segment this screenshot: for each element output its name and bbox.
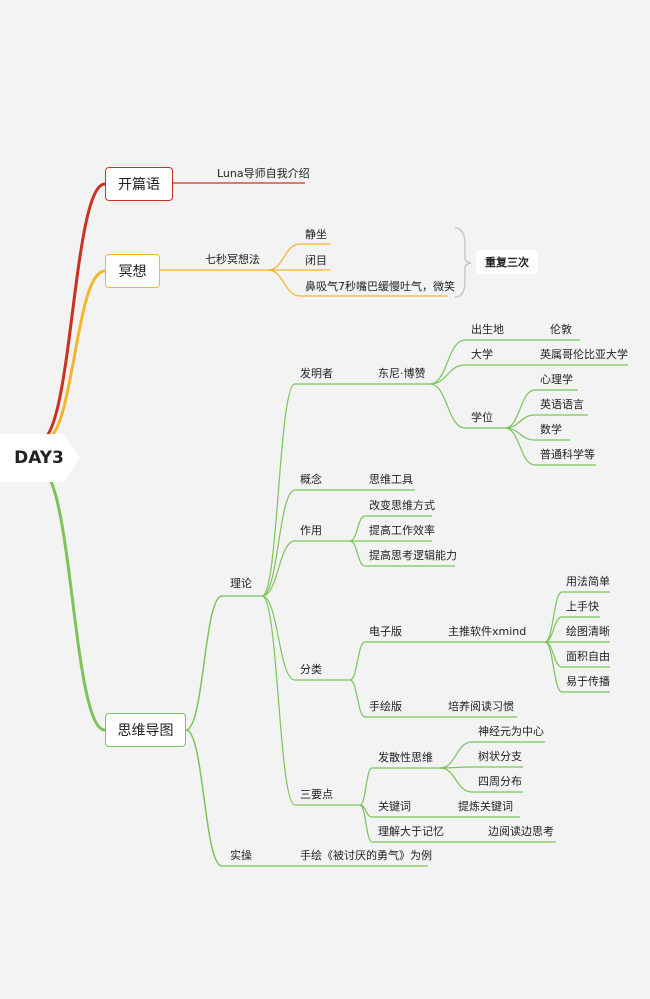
connector-inventor [261,383,296,597]
connector-feature-0 [544,591,563,643]
practice-node[interactable]: 实操 [230,849,252,862]
connector-feature-3 [544,641,563,668]
connector-degree [429,383,466,429]
university-value[interactable]: 英属哥伦比亚大学 [540,348,628,361]
software-node[interactable]: 主推软件xmind [448,625,527,638]
degree-science[interactable]: 普通科学等 [540,448,595,461]
connector-degree-0 [504,389,536,429]
concept-value[interactable]: 思维工具 [369,473,413,486]
feature-1[interactable]: 用法简单 [566,575,610,588]
degree-english[interactable]: 英语语言 [540,398,584,411]
electronic-node[interactable]: 电子版 [369,625,402,638]
meditation-step-1[interactable]: 静坐 [305,228,327,241]
concept-node[interactable]: 概念 [300,473,322,486]
function-node[interactable]: 作用 [300,524,322,537]
connector-step-3 [267,269,301,297]
divergent-3[interactable]: 四周分布 [478,775,522,788]
birthplace-value[interactable]: 伦敦 [550,323,572,336]
connector-handdrawn [349,679,366,718]
meditation-step-3[interactable]: 鼻吸气7秒嘴巴缓慢吐气，微笑 [305,280,455,293]
feature-3[interactable]: 绘图清晰 [566,625,610,638]
root-node[interactable]: DAY3 [0,434,80,482]
university-label[interactable]: 大学 [471,348,493,361]
branch-opening-node[interactable]: 开篇语 [105,167,173,201]
keypoints-node[interactable]: 三要点 [300,788,333,801]
connector-divergent [359,767,373,806]
brace-repeat [454,227,472,298]
degree-label[interactable]: 学位 [471,411,493,424]
degree-psychology[interactable]: 心理学 [540,373,573,386]
branch-meditation-node[interactable]: 冥想 [105,254,160,288]
birthplace-label[interactable]: 出生地 [471,323,504,336]
handdrawn-node[interactable]: 手绘版 [369,700,402,713]
connector-function-0 [349,515,366,542]
divergent-node[interactable]: 发散性思维 [378,751,433,764]
connector-birthplace [429,339,466,385]
connector-step-1 [267,243,301,271]
divergent-2[interactable]: 树状分支 [478,750,522,763]
category-node[interactable]: 分类 [300,663,322,676]
connector-function-2 [349,540,366,567]
connector-degree-3 [504,427,536,466]
connector-function [261,540,296,597]
understanding-value[interactable]: 边阅读边思考 [488,825,554,838]
practice-value[interactable]: 手绘《被讨厌的勇气》为例 [300,849,432,862]
theory-node[interactable]: 理论 [230,577,252,590]
function-3[interactable]: 提高思考逻辑能力 [369,549,457,562]
inventor-name[interactable]: 东尼·博赞 [378,367,426,380]
feature-4[interactable]: 面积自由 [566,650,610,663]
function-1[interactable]: 改变思维方式 [369,499,435,512]
connector-understanding [359,804,373,843]
feature-2[interactable]: 上手快 [566,600,599,613]
meditation-step-2[interactable]: 闭目 [305,254,327,267]
meditation-method[interactable]: 七秒冥想法 [205,253,260,266]
connector-root-opening [39,182,106,442]
connector-divergent-2 [439,767,473,793]
feature-5[interactable]: 易于传播 [566,675,610,688]
understanding-node[interactable]: 理解大于记忆 [378,825,444,838]
handdrawn-value[interactable]: 培养阅读习惯 [448,700,514,713]
degree-math[interactable]: 数学 [540,423,562,436]
connector-practice [185,729,223,867]
connector-university [429,364,466,385]
keywords-node[interactable]: 关键词 [378,800,411,813]
keywords-value[interactable]: 提炼关键词 [458,800,513,813]
function-2[interactable]: 提高工作效率 [369,524,435,537]
connector-divergent-0 [439,741,473,769]
connector-feature-4 [544,641,563,693]
connector-feature-1 [544,616,563,643]
connector-root-mindmap [39,468,106,732]
connector-keypoints [261,595,296,806]
inventor-node[interactable]: 发明者 [300,367,333,380]
connector-electronic [349,641,366,681]
divergent-1[interactable]: 神经元为中心 [478,725,544,738]
connector-theory [185,595,223,731]
connector-root-meditation [43,269,106,442]
summary-repeat-three[interactable]: 重复三次 [476,250,538,274]
opening-intro[interactable]: Luna导师自我介绍 [217,167,310,180]
connector-concept [261,489,296,597]
branch-mindmap-node[interactable]: 思维导图 [105,713,186,747]
connector-category [261,595,296,681]
